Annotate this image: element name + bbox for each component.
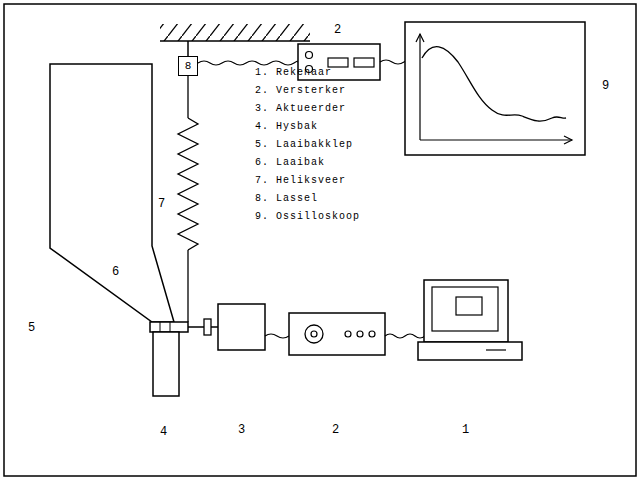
actuator: [218, 304, 265, 350]
oscilloscope: [405, 22, 585, 155]
ceiling-hatch: [160, 24, 310, 41]
key-entry: 9. Ossilloskoop: [255, 212, 360, 222]
load-cell-box: 8: [178, 56, 198, 76]
callout-number: 3: [238, 424, 245, 436]
frame: [4, 4, 636, 476]
signal-wire: [380, 60, 408, 64]
callout-number: 5: [28, 322, 35, 334]
key-entry: 1. Rekenaar: [255, 68, 332, 78]
callout-number: 8: [185, 61, 192, 72]
mount: [187, 41, 189, 56]
signal-trace: [422, 47, 566, 121]
key-entry: 5. Laaibakklep: [255, 140, 353, 150]
key-entry: 8. Lassel: [255, 194, 318, 204]
callout-number: 2: [334, 24, 341, 36]
key-entry: 6. Laaibak: [255, 158, 325, 168]
callout-number: 4: [160, 426, 167, 438]
helical-spring: [178, 118, 198, 250]
coupling: [204, 319, 211, 335]
signal-wire: [385, 334, 429, 338]
hopper: [50, 64, 174, 322]
ceiling: [160, 40, 310, 42]
callout-number: 7: [158, 198, 165, 210]
valve: [150, 322, 188, 332]
callout-number: 2: [332, 424, 339, 436]
key-entry: 7. Heliksveer: [255, 176, 346, 186]
signal-wire: [198, 61, 299, 65]
callout-number: 6: [112, 266, 119, 278]
computer: [418, 280, 522, 360]
key-entry: 3. Aktueerder: [255, 104, 346, 114]
callout-number: 1: [462, 424, 469, 436]
key-entry: 4. Hysbak: [255, 122, 318, 132]
hoist-bin: [153, 332, 179, 396]
amplifier: [289, 313, 385, 355]
key-entry: 2. Versterker: [255, 86, 346, 96]
callout-number: 9: [602, 80, 609, 92]
signal-wire: [265, 334, 289, 338]
